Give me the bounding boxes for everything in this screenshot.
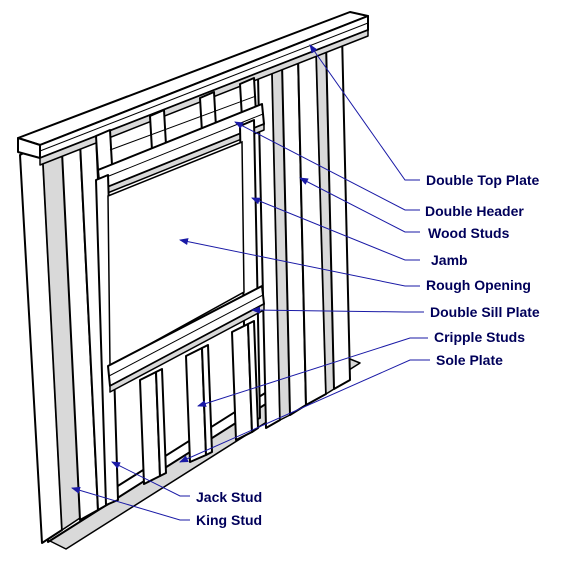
labels: Double Top Plate Double Header Wood Stud… bbox=[196, 172, 540, 528]
label-rough-opening: Rough Opening bbox=[426, 277, 531, 293]
leader-sole-plate bbox=[179, 359, 430, 463]
sill-cripple-studs bbox=[139, 320, 259, 485]
label-double-sill-plate: Double Sill Plate bbox=[430, 304, 540, 320]
leader-cripple-studs bbox=[197, 337, 428, 407]
leader-double-top-plate bbox=[309, 44, 420, 181]
leader-double-sill-plate bbox=[251, 306, 424, 314]
leader-jack-stud bbox=[111, 461, 190, 497]
label-wood-studs: Wood Studs bbox=[428, 225, 510, 241]
label-sole-plate: Sole Plate bbox=[436, 352, 503, 368]
label-double-top-plate: Double Top Plate bbox=[426, 172, 540, 188]
label-cripple-studs: Cripple Studs bbox=[434, 329, 525, 345]
leader-rough-opening bbox=[179, 238, 420, 287]
leader-jamb bbox=[251, 197, 420, 261]
label-double-header: Double Header bbox=[425, 203, 524, 219]
double-sill-plate bbox=[107, 285, 265, 393]
label-jamb: Jamb bbox=[431, 252, 468, 268]
right-studs bbox=[257, 33, 351, 429]
leader-double-header bbox=[234, 121, 420, 211]
rough-opening bbox=[107, 140, 245, 368]
leader-king-stud bbox=[71, 486, 190, 521]
leader-wood-studs bbox=[299, 177, 420, 233]
label-jack-stud: Jack Stud bbox=[196, 489, 262, 505]
label-king-stud: King Stud bbox=[196, 512, 262, 528]
leader-lines bbox=[71, 44, 430, 521]
